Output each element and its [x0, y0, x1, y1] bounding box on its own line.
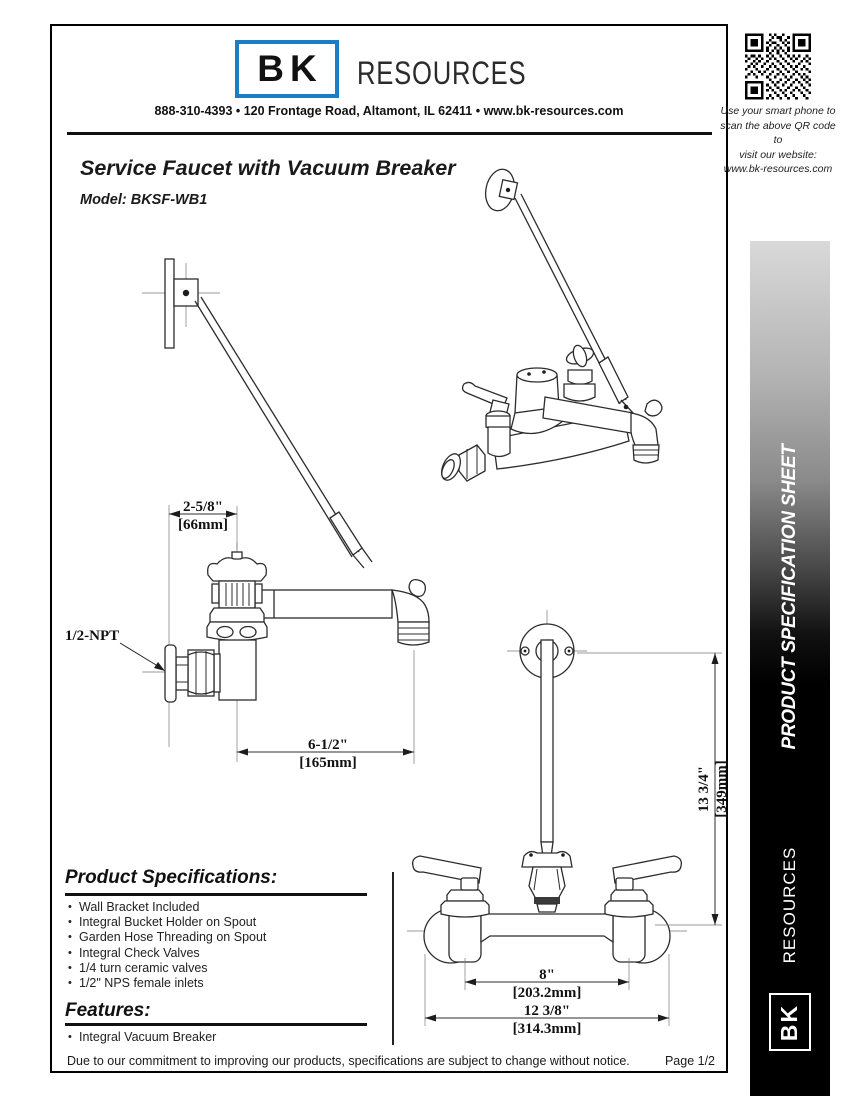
dimension-2-5-8: 2-5/8" [66mm]	[169, 499, 237, 533]
spec-item: Integral Bucket Holder on Spout	[68, 915, 266, 930]
inlet-label: 1/2-NPT	[65, 628, 165, 671]
dimension-12-3-8: 12 3/8" [314.3mm]	[424, 954, 670, 1037]
contact-line: 888-310-4393 • 120 Frontage Road, Altamo…	[154, 104, 624, 118]
qr-caption-line: scan the above QR code to	[720, 119, 836, 147]
spec-item: 1/4 turn ceramic valves	[68, 961, 266, 976]
dimension-6-1-2: 6-1/2" [165mm]	[237, 737, 414, 771]
qr-caption-line: Use your smart phone to	[720, 105, 836, 117]
dim-reach-in: 6-1/2"	[308, 737, 348, 753]
features-list: Integral Vacuum Breaker	[68, 1030, 216, 1045]
spec-item: 1/2" NPS female inlets	[68, 976, 266, 991]
sidebar-resources-text: RESOURCES	[780, 846, 799, 964]
sidebar-banner-strip: PRODUCT SPECIFICATION SHEET RESOURCES BK	[750, 241, 830, 1096]
document-frame: BK RESOURCES 888-310-4393 • 120 Frontage…	[50, 24, 730, 1073]
specs-heading: Product Specifications:	[65, 867, 278, 888]
footer: Due to our commitment to improving our p…	[67, 1054, 715, 1068]
specs-list: Wall Bracket Included Integral Bucket Ho…	[68, 900, 266, 991]
page-title: Service Faucet with Vacuum Breaker	[80, 156, 456, 180]
dimension-8: 8" [203.2mm]	[464, 958, 630, 1001]
footer-disclaimer: Due to our commitment to improving our p…	[67, 1054, 630, 1068]
perspective-view-drawing	[440, 168, 663, 482]
bk-logo: BK	[235, 40, 339, 98]
feature-item: Integral Vacuum Breaker	[68, 1030, 216, 1045]
dim-top-mm: [66mm]	[178, 517, 228, 533]
spec-item: Garden Hose Threading on Spout	[68, 930, 266, 945]
dim-width-in: 12 3/8"	[524, 1003, 570, 1019]
dim-height-in: 13 3/4"	[696, 766, 712, 812]
features-underline	[65, 1023, 367, 1026]
specs-divider-line	[392, 872, 394, 1045]
dim-reach-mm: [165mm]	[299, 755, 356, 771]
faucet-body-perspective	[440, 344, 663, 482]
sidebar-banner-text: PRODUCT SPECIFICATION SHEET	[779, 444, 800, 750]
page-number: Page 1/2	[664, 1054, 715, 1068]
side-view-drawing: 2-5/8" [66mm] 1/2-NPT 6-1/2" [165mm]	[65, 258, 430, 771]
support-rod	[514, 193, 629, 405]
qr-caption-line: visit our website:	[739, 148, 817, 161]
sidebar-bk-logo: BK	[769, 993, 811, 1051]
specs-underline	[65, 893, 367, 896]
dim-height-mm: [349mm]	[714, 760, 730, 817]
wall-bracket	[142, 258, 220, 349]
support-rod	[194, 296, 373, 569]
dim-top-in: 2-5/8"	[183, 499, 223, 515]
qr-code	[745, 33, 811, 100]
dimension-13-3-4: 13 3/4" [349mm]	[577, 652, 730, 926]
inlet-label-text: 1/2-NPT	[65, 628, 119, 644]
header-divider	[67, 132, 712, 135]
spec-item: Integral Check Valves	[68, 946, 266, 961]
faucet-body-front	[412, 850, 682, 964]
qr-caption: Use your smart phone to scan the above Q…	[716, 104, 840, 177]
bk-logo-text: BK	[257, 48, 323, 89]
wall-bracket-flange	[484, 168, 519, 212]
dim-width-mm: [314.3mm]	[513, 1021, 582, 1037]
spec-item: Wall Bracket Included	[68, 900, 266, 915]
support-rod	[537, 639, 557, 884]
features-heading: Features:	[65, 1000, 151, 1021]
qr-caption-line: www.bk-resources.com	[723, 163, 833, 175]
faucet-body-side	[164, 551, 430, 703]
dim-centers-in: 8"	[539, 967, 555, 983]
brand-resources-text: RESOURCES	[357, 55, 527, 91]
front-view-drawing: 13 3/4" [349mm] 8" [203.2mm] 12 3/8" [31…	[407, 610, 730, 1037]
dim-centers-mm: [203.2mm]	[513, 985, 582, 1001]
model-number: Model: BKSF-WB1	[80, 192, 208, 208]
